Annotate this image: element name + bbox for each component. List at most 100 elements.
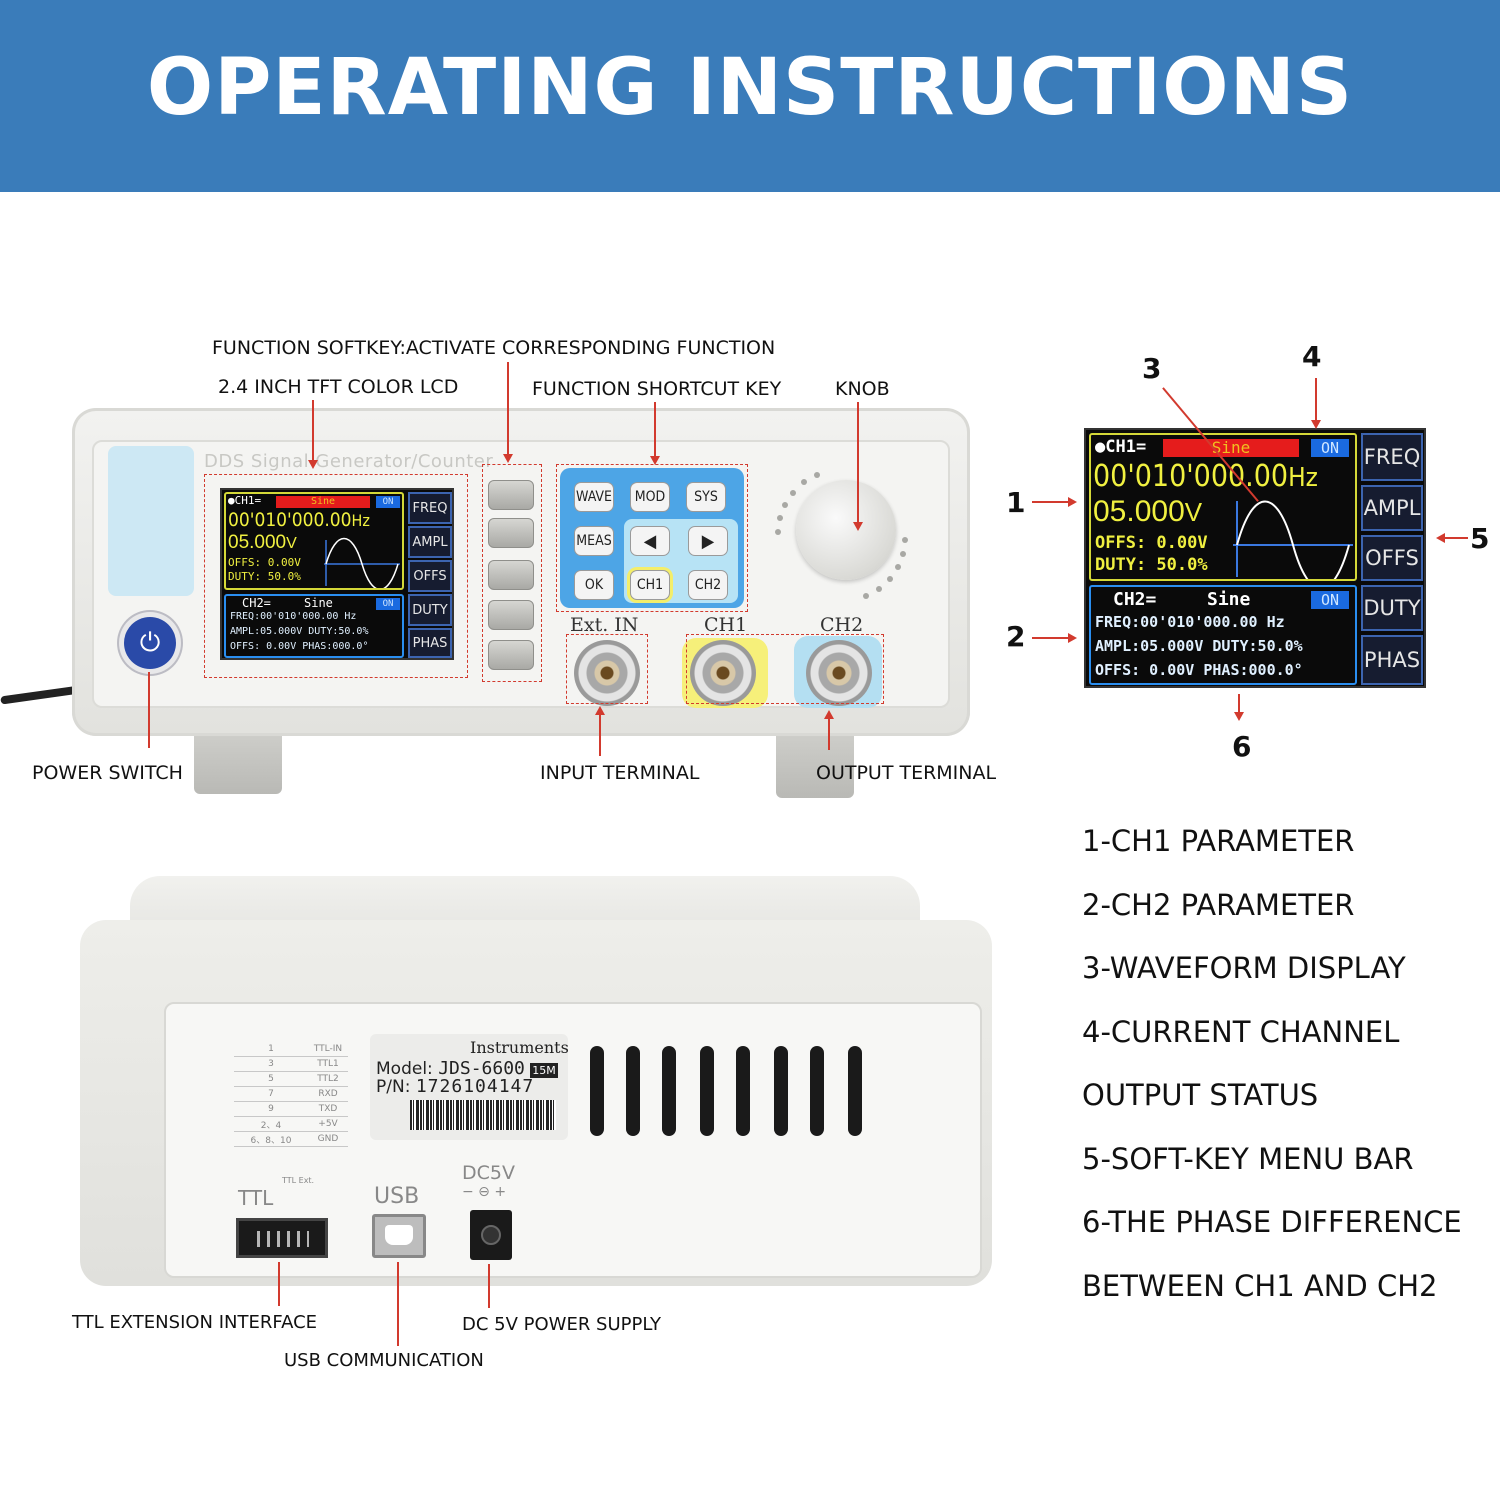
detail-ch1-label: ●CH1= bbox=[1095, 437, 1147, 457]
legend-item-6-cont: BETWEEN CH1 AND CH2 bbox=[1082, 1269, 1438, 1303]
ch1-output-label: CH1 bbox=[704, 614, 748, 636]
dc-power-label: DC 5V POWER SUPPLY bbox=[462, 1314, 662, 1335]
rotary-knob[interactable] bbox=[796, 480, 896, 580]
title-banner: OPERATING INSTRUCTIONS bbox=[0, 0, 1500, 192]
knob-label: KNOB bbox=[835, 378, 890, 400]
detail-ch1-duty: DUTY: 50.0% bbox=[1095, 555, 1208, 575]
vent-slot bbox=[774, 1046, 788, 1136]
lcd-label: 2.4 INCH TFT COLOR LCD bbox=[218, 376, 459, 398]
front-ch1-duty: DUTY: 50.0% bbox=[228, 570, 301, 583]
vent-slot bbox=[810, 1046, 824, 1136]
sys-button[interactable]: SYS bbox=[686, 482, 726, 512]
callout-1-arrow bbox=[1068, 496, 1077, 507]
shortcut-leader-arrow bbox=[649, 456, 660, 465]
input-leader bbox=[599, 714, 601, 756]
input-leader-arrow bbox=[594, 706, 605, 715]
meas-button[interactable]: MEAS bbox=[574, 526, 614, 556]
callout-4-leader bbox=[1315, 378, 1317, 422]
mod-button[interactable]: MOD bbox=[630, 482, 670, 512]
ch1-button[interactable]: CH1 bbox=[630, 570, 670, 600]
legend-item-3: 3-WAVEFORM DISPLAY bbox=[1082, 951, 1406, 985]
vent-slot bbox=[626, 1046, 640, 1136]
input-highlight-box bbox=[566, 634, 648, 704]
front-lcd: ●CH1= Sine ON 00'010'000.00Hz 05.000V OF… bbox=[220, 488, 454, 660]
callout-5-arrow bbox=[1436, 532, 1445, 543]
wave-button[interactable]: WAVE bbox=[574, 482, 614, 512]
softkey-4[interactable] bbox=[488, 600, 534, 630]
detail-ch1-ampl: 05.000V bbox=[1093, 495, 1203, 528]
callout-2-arrow bbox=[1068, 632, 1077, 643]
callout-2-leader bbox=[1032, 637, 1070, 639]
left-arrow-button[interactable]: ◀ bbox=[630, 526, 670, 556]
callout-3: 3 bbox=[1142, 352, 1162, 385]
callout-1-leader bbox=[1032, 501, 1070, 503]
front-lcd-ch1-panel: ●CH1= Sine ON 00'010'000.00Hz 05.000V OF… bbox=[224, 492, 404, 590]
output-leader-arrow bbox=[823, 710, 834, 719]
ttl-extension-label: TTL EXTENSION INTERFACE bbox=[72, 1312, 318, 1333]
power-switch-label: POWER SWITCH bbox=[32, 762, 183, 784]
detail-ch1-wave: Sine bbox=[1163, 439, 1299, 457]
softkey-label: FUNCTION SOFTKEY:ACTIVATE CORRESPONDING … bbox=[212, 337, 776, 359]
detail-ch1-offs: OFFS: 0.00V bbox=[1095, 533, 1208, 553]
detail-ch2-on-status: ON bbox=[1311, 591, 1349, 609]
usb-port[interactable] bbox=[372, 1214, 426, 1258]
callout-5-leader bbox=[1444, 537, 1468, 539]
lcd-leader bbox=[312, 400, 314, 462]
front-ch2-ampl: AMPL:05.000V DUTY:50.0% bbox=[230, 626, 369, 637]
detail-ch2-panel: CH2= Sine ON FREQ:00'010'000.00 Hz AMPL:… bbox=[1089, 585, 1357, 685]
dc-power-jack[interactable] bbox=[470, 1210, 512, 1260]
front-accent-strip bbox=[108, 446, 194, 596]
front-ch2-wave: Sine bbox=[304, 596, 333, 610]
power-icon: ⏻ bbox=[139, 627, 161, 657]
ttl-extension-port[interactable] bbox=[236, 1218, 328, 1258]
front-sine-wave bbox=[324, 537, 400, 588]
power-button[interactable]: ⏻ bbox=[124, 617, 176, 669]
ch1-output-connector[interactable] bbox=[690, 640, 756, 706]
ch2-output-label: CH2 bbox=[820, 614, 864, 636]
vent-slot bbox=[736, 1046, 750, 1136]
detail-ch2-offs: OFFS: 0.00V PHAS:000.0° bbox=[1095, 661, 1303, 679]
page-title: OPERATING INSTRUCTIONS bbox=[146, 43, 1354, 133]
softkey-1[interactable] bbox=[488, 480, 534, 510]
detail-ch1-freq: 00'010'000.00Hz bbox=[1093, 459, 1318, 494]
detail-ch2-label: CH2= bbox=[1113, 589, 1157, 610]
front-softlabel-ampl: AMPL bbox=[408, 526, 452, 558]
ch2-button[interactable]: CH2 bbox=[688, 570, 728, 600]
softkey-2[interactable] bbox=[488, 518, 534, 548]
front-softlabel-offs: OFFS bbox=[408, 560, 452, 592]
callout-6: 6 bbox=[1232, 730, 1252, 763]
detail-sine-wave bbox=[1233, 500, 1353, 579]
softkey-5[interactable] bbox=[488, 640, 534, 670]
pn-line: P/N: 1726104147 bbox=[376, 1076, 535, 1097]
lcd-detail: ●CH1= Sine ON 00'010'000.00Hz 05.000V OF… bbox=[1084, 428, 1426, 688]
power-leader bbox=[148, 672, 150, 748]
power-cable bbox=[0, 686, 77, 705]
ok-button[interactable]: OK bbox=[574, 570, 614, 600]
front-softlabel-phas: PHAS bbox=[408, 628, 452, 658]
model-line: Model: JDS-6600 15M bbox=[376, 1058, 558, 1079]
ext-in-label: Ext. IN bbox=[570, 614, 639, 636]
output-terminal-label: OUTPUT TERMINAL bbox=[816, 762, 997, 784]
detail-ch2-freq: FREQ:00'010'000.00 Hz bbox=[1095, 613, 1285, 631]
callout-1: 1 bbox=[1006, 486, 1026, 519]
softkey-3[interactable] bbox=[488, 560, 534, 590]
ttl-ext-text: TTL Ext. bbox=[282, 1176, 315, 1185]
legend-item-2: 2-CH2 PARAMETER bbox=[1082, 888, 1355, 922]
vent-slot bbox=[590, 1046, 604, 1136]
legend-item-5: 5-SOFT-KEY MENU BAR bbox=[1082, 1142, 1414, 1176]
front-brand-text: DDS Signal Generator/Counter bbox=[204, 451, 494, 472]
dc-leader bbox=[488, 1264, 490, 1308]
ext-in-connector[interactable] bbox=[574, 640, 640, 706]
usb-port-text: USB bbox=[374, 1184, 420, 1209]
usb-leader bbox=[397, 1262, 399, 1346]
front-foot-right bbox=[776, 730, 854, 798]
right-arrow-button[interactable]: ▶ bbox=[688, 526, 728, 556]
detail-ch2-wave: Sine bbox=[1207, 589, 1251, 610]
ch2-output-connector[interactable] bbox=[806, 640, 872, 706]
detail-softlabel-ampl: AMPL bbox=[1361, 485, 1423, 531]
